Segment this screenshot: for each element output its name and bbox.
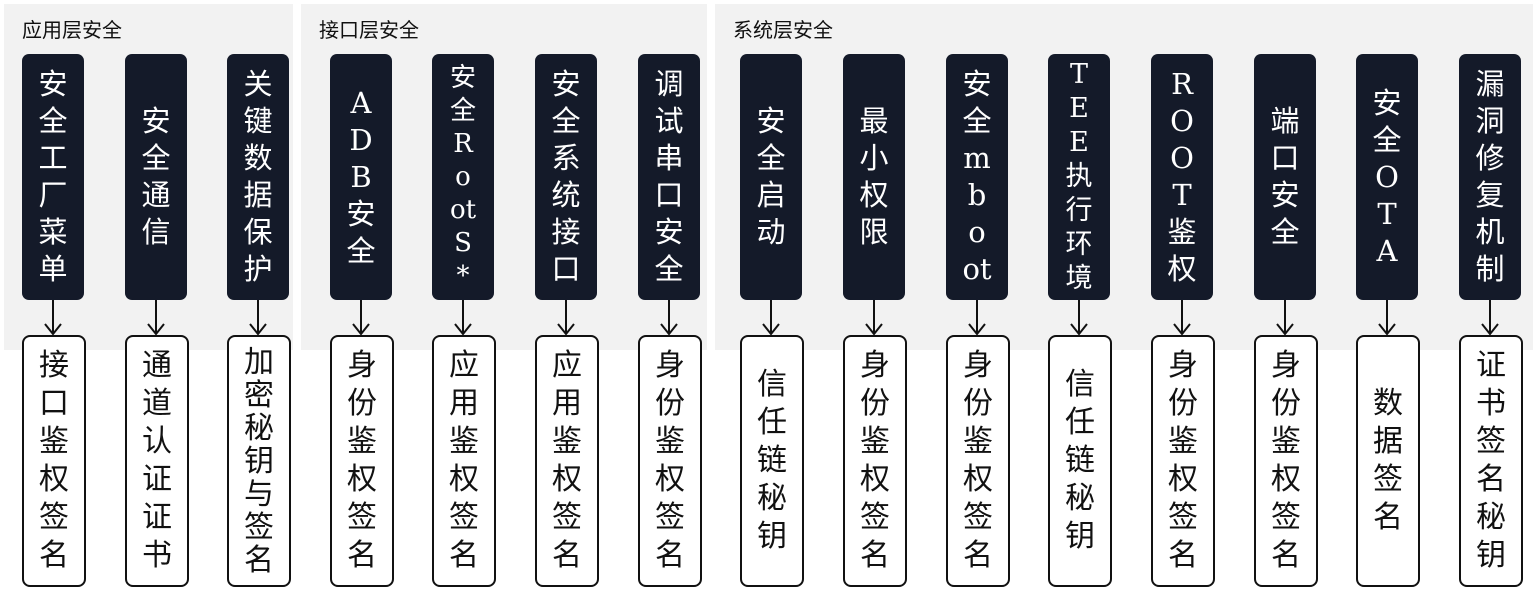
column-secure-system-interface: 安 全 系 统 接 口 应 用 鉴 权 签 名 bbox=[535, 0, 599, 592]
feature-box: A D B 安 全 bbox=[330, 54, 392, 300]
measure-label: 证 书 签 名 秘 钥 bbox=[1476, 348, 1506, 573]
feature-label: 安 全 工 厂 菜 单 bbox=[38, 67, 68, 286]
measure-label: 身 份 鉴 权 签 名 bbox=[1168, 348, 1198, 573]
measure-label: 身 份 鉴 权 签 名 bbox=[655, 348, 685, 573]
measure-label: 信 任 链 秘 钥 bbox=[757, 367, 787, 554]
arrow-down-icon bbox=[1070, 300, 1088, 336]
arrow-down-icon bbox=[762, 300, 780, 336]
column-tee: T E E 执 行 环 境 信 任 链 秘 钥 bbox=[1048, 0, 1112, 592]
measure-label: 通 道 认 证 证 书 bbox=[142, 348, 172, 573]
feature-box: 安 全 工 厂 菜 单 bbox=[22, 54, 84, 300]
measure-box: 应 用 鉴 权 签 名 bbox=[535, 335, 599, 587]
feature-box: 调 试 串 口 安 全 bbox=[638, 54, 700, 300]
measure-label: 加 密 秘 钥 与 签 名 bbox=[244, 344, 274, 578]
feature-label: 端 口 安 全 bbox=[1270, 104, 1300, 249]
column-debug-serial-security: 调 试 串 口 安 全 身 份 鉴 权 签 名 bbox=[638, 0, 702, 592]
feature-label: 最 小 权 限 bbox=[859, 104, 889, 249]
feature-box: 安 全 R o ot S * bbox=[432, 54, 494, 300]
measure-box: 身 份 鉴 权 签 名 bbox=[638, 335, 702, 587]
measure-box: 应 用 鉴 权 签 名 bbox=[432, 335, 496, 587]
arrow-down-icon bbox=[557, 300, 575, 336]
column-vulnerability-patching: 漏 洞 修 复 机 制 证 书 签 名 秘 钥 bbox=[1459, 0, 1523, 592]
feature-box: 安 全 O T A bbox=[1356, 54, 1418, 300]
feature-box: 关 键 数 据 保 护 bbox=[227, 54, 289, 300]
measure-box: 身 份 鉴 权 签 名 bbox=[330, 335, 394, 587]
measure-box: 接 口 鉴 权 签 名 bbox=[22, 335, 86, 587]
column-port-security: 端 口 安 全 身 份 鉴 权 签 名 bbox=[1254, 0, 1318, 592]
measure-label: 身 份 鉴 权 签 名 bbox=[347, 348, 377, 573]
arrow-down-icon bbox=[968, 300, 986, 336]
measure-box: 通 道 认 证 证 书 bbox=[125, 335, 189, 587]
measure-label: 身 份 鉴 权 签 名 bbox=[1271, 348, 1301, 573]
group-title: 系统层安全 bbox=[733, 18, 833, 42]
arrow-down-icon bbox=[147, 300, 165, 336]
feature-label: 安 全 m b o ot bbox=[962, 67, 992, 286]
column-secure-ota: 安 全 O T A 数 据 签 名 bbox=[1356, 0, 1420, 592]
measure-label: 接 口 鉴 权 签 名 bbox=[39, 348, 69, 573]
feature-label: 安 全 系 统 接 口 bbox=[551, 67, 581, 286]
column-secure-boot: 安 全 启 动 信 任 链 秘 钥 bbox=[740, 0, 804, 592]
measure-box: 证 书 签 名 秘 钥 bbox=[1459, 335, 1523, 587]
arrow-down-icon bbox=[1481, 300, 1499, 336]
feature-box: 最 小 权 限 bbox=[843, 54, 905, 300]
feature-box: T E E 执 行 环 境 bbox=[1048, 54, 1110, 300]
arrow-down-icon bbox=[660, 300, 678, 336]
arrow-down-icon bbox=[44, 300, 62, 336]
arrow-down-icon bbox=[352, 300, 370, 336]
measure-box: 身 份 鉴 权 签 名 bbox=[843, 335, 907, 587]
measure-box: 身 份 鉴 权 签 名 bbox=[1151, 335, 1215, 587]
measure-box: 加 密 秘 钥 与 签 名 bbox=[227, 335, 291, 587]
column-key-data-protection: 关 键 数 据 保 护 加 密 秘 钥 与 签 名 bbox=[227, 0, 291, 592]
column-factory-menu: 安 全 工 厂 菜 单 接 口 鉴 权 签 名 bbox=[22, 0, 86, 592]
feature-box: 端 口 安 全 bbox=[1254, 54, 1316, 300]
measure-box: 信 任 链 秘 钥 bbox=[740, 335, 804, 587]
arrow-down-icon bbox=[249, 300, 267, 336]
feature-box: R O O T 鉴 权 bbox=[1151, 54, 1213, 300]
measure-box: 身 份 鉴 权 签 名 bbox=[1254, 335, 1318, 587]
feature-label: T E E 执 行 环 境 bbox=[1065, 59, 1093, 294]
column-secure-communication: 安 全 通 信 通 道 认 证 证 书 bbox=[125, 0, 189, 592]
column-least-privilege: 最 小 权 限 身 份 鉴 权 签 名 bbox=[843, 0, 907, 592]
column-secure-mboot: 安 全 m b o ot 身 份 鉴 权 签 名 bbox=[946, 0, 1010, 592]
column-secure-root: 安 全 R o ot S * 应 用 鉴 权 签 名 bbox=[432, 0, 496, 592]
arrow-down-icon bbox=[454, 300, 472, 336]
group-title: 应用层安全 bbox=[22, 18, 122, 42]
measure-label: 应 用 鉴 权 签 名 bbox=[449, 348, 479, 573]
arrow-down-icon bbox=[1173, 300, 1191, 336]
group-title: 接口层安全 bbox=[319, 18, 419, 42]
measure-label: 身 份 鉴 权 签 名 bbox=[860, 348, 890, 573]
feature-label: 漏 洞 修 复 机 制 bbox=[1475, 67, 1505, 286]
measure-label: 信 任 链 秘 钥 bbox=[1065, 367, 1095, 554]
column-root-auth: R O O T 鉴 权 身 份 鉴 权 签 名 bbox=[1151, 0, 1215, 592]
feature-label: 关 键 数 据 保 护 bbox=[243, 67, 273, 286]
measure-label: 数 据 签 名 bbox=[1373, 386, 1403, 535]
feature-box: 安 全 m b o ot bbox=[946, 54, 1008, 300]
feature-box: 安 全 启 动 bbox=[740, 54, 802, 300]
feature-label: 安 全 O T A bbox=[1372, 85, 1402, 268]
column-adb-security: A D B 安 全 身 份 鉴 权 签 名 bbox=[330, 0, 394, 592]
feature-label: R O O T 鉴 权 bbox=[1167, 67, 1197, 286]
measure-box: 身 份 鉴 权 签 名 bbox=[946, 335, 1010, 587]
feature-box: 安 全 系 统 接 口 bbox=[535, 54, 597, 300]
measure-box: 数 据 签 名 bbox=[1356, 335, 1420, 587]
feature-label: 安 全 R o ot S * bbox=[449, 62, 477, 291]
measure-label: 身 份 鉴 权 签 名 bbox=[963, 348, 993, 573]
feature-label: 安 全 启 动 bbox=[756, 104, 786, 249]
measure-label: 应 用 鉴 权 签 名 bbox=[552, 348, 582, 573]
arrow-down-icon bbox=[1276, 300, 1294, 336]
arrow-down-icon bbox=[865, 300, 883, 336]
feature-label: 安 全 通 信 bbox=[141, 104, 171, 249]
feature-label: 调 试 串 口 安 全 bbox=[654, 67, 684, 286]
feature-box: 漏 洞 修 复 机 制 bbox=[1459, 54, 1521, 300]
feature-box: 安 全 通 信 bbox=[125, 54, 187, 300]
arrow-down-icon bbox=[1378, 300, 1396, 336]
measure-box: 信 任 链 秘 钥 bbox=[1048, 335, 1112, 587]
feature-label: A D B 安 全 bbox=[346, 85, 376, 268]
